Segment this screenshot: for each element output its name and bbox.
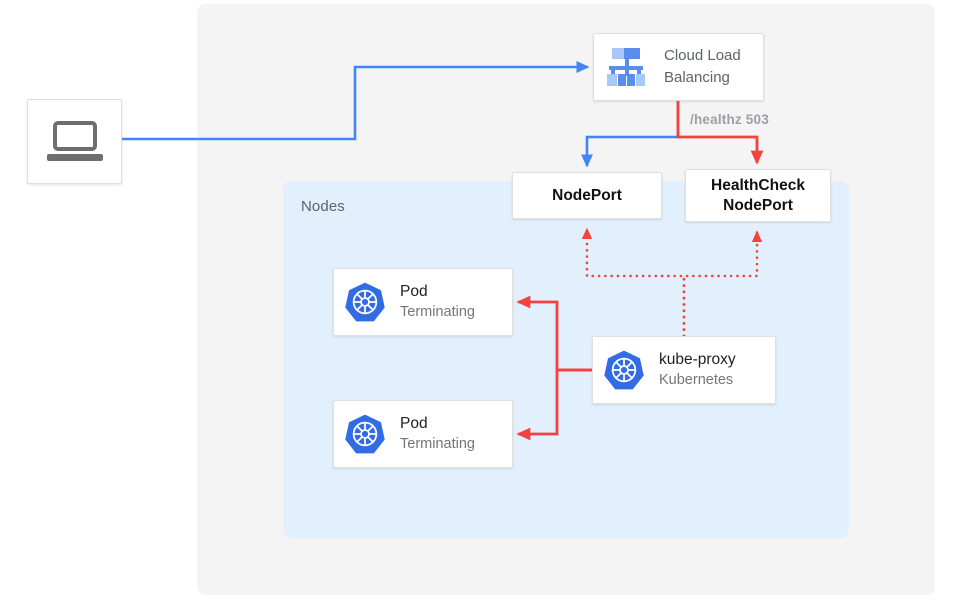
cloud-load-balancing-node[interactable]: Cloud Load Balancing (593, 33, 764, 101)
client-node[interactable] (27, 99, 122, 184)
kube-proxy-node[interactable]: kube-proxy Kubernetes (592, 336, 776, 404)
healthcheck-nodeport-label-line-1: HealthCheck (711, 177, 805, 195)
healthz-edge-label: /healthz 503 (690, 112, 769, 127)
healthcheck-nodeport-label-line-2: NodePort (723, 196, 793, 214)
healthcheck-nodeport-node[interactable]: HealthCheck NodePort (685, 169, 831, 222)
nodes-region-label: Nodes (301, 198, 345, 215)
pod-1-title: Pod (400, 282, 428, 300)
load-balancer-icon (604, 48, 648, 86)
kube-proxy-subtitle: Kubernetes (659, 371, 734, 388)
pod-node-2[interactable]: Pod Terminating (333, 400, 513, 468)
pod-1-subtitle: Terminating (400, 303, 475, 320)
nodeport-node[interactable]: NodePort (512, 172, 662, 219)
pod-2-title: Pod (400, 414, 428, 432)
pod-2-subtitle: Terminating (400, 435, 475, 452)
nodeport-label: NodePort (552, 186, 622, 204)
cloud-load-balancing-title-line-1: Cloud Load (664, 47, 741, 65)
pod-node-1[interactable]: Pod Terminating (333, 268, 513, 336)
kubernetes-icon (604, 350, 644, 390)
kubernetes-icon (345, 282, 385, 322)
laptop-icon (46, 120, 103, 163)
cloud-load-balancing-title-line-2: Balancing (664, 69, 730, 86)
kubernetes-icon (345, 414, 385, 454)
kube-proxy-title: kube-proxy (659, 350, 736, 368)
